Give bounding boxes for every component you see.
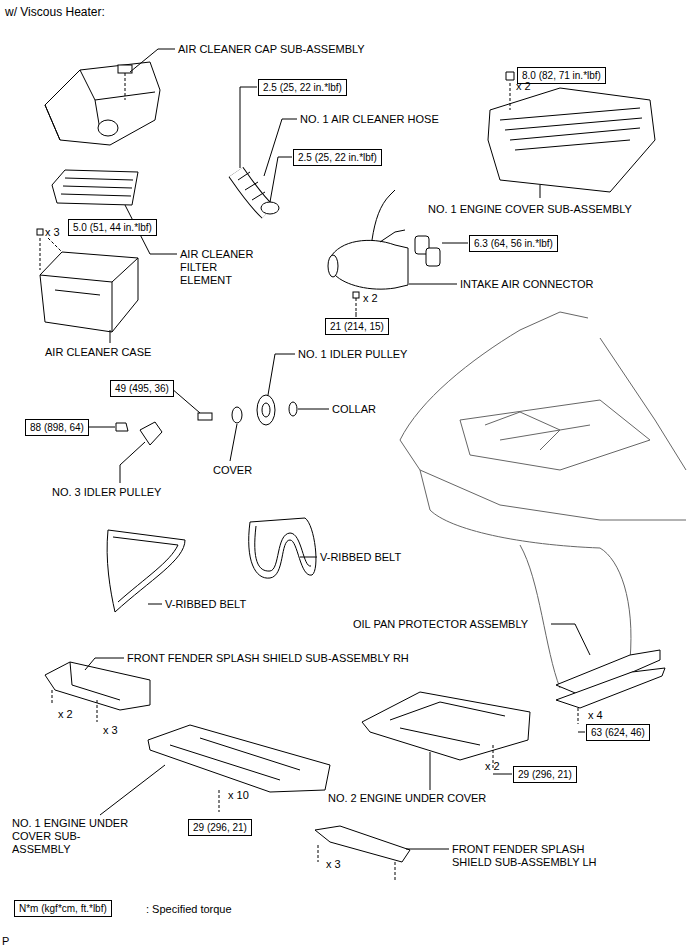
part-label: NO. 1 AIR CLEANER HOSE [300, 113, 439, 126]
intake-air-connector [328, 190, 440, 312]
leader-lines [85, 49, 590, 849]
part-label: COLLAR [332, 403, 376, 416]
part-label: NO. 1 ENGINE COVER SUB-ASSEMBLY [428, 203, 632, 216]
torque-box: 88 (898, 64) [25, 419, 89, 436]
part-label: COVER [213, 464, 252, 477]
quantity-label: x 2 [58, 708, 73, 721]
part-label: : Specified torque [146, 903, 232, 916]
part-label: AIR CLEANER CASE [45, 346, 151, 359]
torque-box: 5.0 (51, 44 in.*lbf) [68, 219, 157, 236]
part-label: NO. 1 IDLER PULLEY [298, 348, 407, 361]
torque-box: 29 (296, 21) [513, 766, 577, 783]
torque-box: 63 (624, 46) [586, 724, 650, 741]
oil-pan-protector [556, 650, 665, 724]
part-label: INTAKE AIR CONNECTOR [460, 278, 593, 291]
diagram-title: w/ Viscous Heater: [5, 5, 105, 19]
quantity-label: x 2 [516, 80, 531, 93]
idler-pulleys [116, 395, 297, 445]
quantity-label: x 3 [103, 724, 118, 737]
part-label: P [2, 935, 9, 948]
engine-cover [488, 72, 655, 192]
torque-unit-box: N*m (kgf*cm, ft.*lbf) [14, 900, 112, 917]
torque-value: 2.5 (25, 22 in.*lbf) [259, 80, 346, 95]
quantity-label: x 3 [326, 858, 341, 871]
air-cleaner-cap [45, 62, 160, 145]
torque-value: 29 (296, 21) [189, 820, 251, 835]
torque-value: 63 (624, 46) [587, 725, 649, 740]
quantity-label: x 3 [45, 226, 60, 239]
part-label: FRONT FENDER SPLASH SHIELD SUB-ASSEMBLY … [127, 652, 409, 665]
splash-shield-lh [315, 826, 410, 880]
air-cleaner-case [37, 229, 138, 332]
part-label: V-RIBBED BELT [320, 551, 401, 564]
quantity-label: x 4 [588, 709, 603, 722]
torque-box: 29 (296, 21) [188, 819, 252, 836]
part-label: NO. 3 IDLER PULLEY [52, 486, 161, 499]
part-label: AIR CLEANER CAP SUB-ASSEMBLY [178, 43, 365, 56]
v-ribbed-belts [107, 518, 316, 612]
torque-box: 2.5 (25, 22 in.*lbf) [293, 149, 382, 166]
air-cleaner-filter [52, 170, 138, 205]
torque-value: 49 (495, 36) [111, 381, 173, 396]
splash-shield-rh [45, 662, 150, 722]
torque-box: 49 (495, 36) [110, 380, 174, 397]
torque-value: N*m (kgf*cm, ft.*lbf) [15, 901, 111, 916]
torque-box: 6.3 (64, 56 in.*lbf) [469, 235, 558, 252]
engine-under-cover-2 [362, 692, 530, 768]
torque-value: 29 (296, 21) [514, 767, 576, 782]
torque-value: 21 (214, 15) [326, 319, 388, 334]
torque-box: 2.5 (25, 22 in.*lbf) [258, 79, 347, 96]
part-label: NO. 2 ENGINE UNDER COVER [328, 792, 486, 805]
part-label: NO. 1 ENGINE UNDER COVER SUB-ASSEMBLY [12, 817, 137, 856]
quantity-label: x 10 [228, 789, 249, 802]
air-cleaner-hose [236, 172, 279, 214]
part-label: V-RIBBED BELT [165, 598, 246, 611]
vehicle-outline [400, 312, 686, 688]
quantity-label: x 2 [363, 292, 378, 305]
part-label: FRONT FENDER SPLASH SHIELD SUB-ASSEMBLY … [452, 843, 627, 869]
torque-value: 6.3 (64, 56 in.*lbf) [470, 236, 557, 251]
part-label: OIL PAN PROTECTOR ASSEMBLY [353, 618, 528, 631]
engine-under-cover-1 [148, 725, 330, 812]
torque-value: 8.0 (82, 71 in.*lbf) [518, 68, 605, 83]
torque-value: 2.5 (25, 22 in.*lbf) [294, 150, 381, 165]
torque-value: 88 (898, 64) [26, 420, 88, 435]
torque-box: 21 (214, 15) [325, 318, 389, 335]
part-label: AIR CLEANER FILTER ELEMENT [180, 248, 272, 287]
torque-value: 5.0 (51, 44 in.*lbf) [69, 220, 156, 235]
quantity-label: x 2 [485, 760, 500, 773]
